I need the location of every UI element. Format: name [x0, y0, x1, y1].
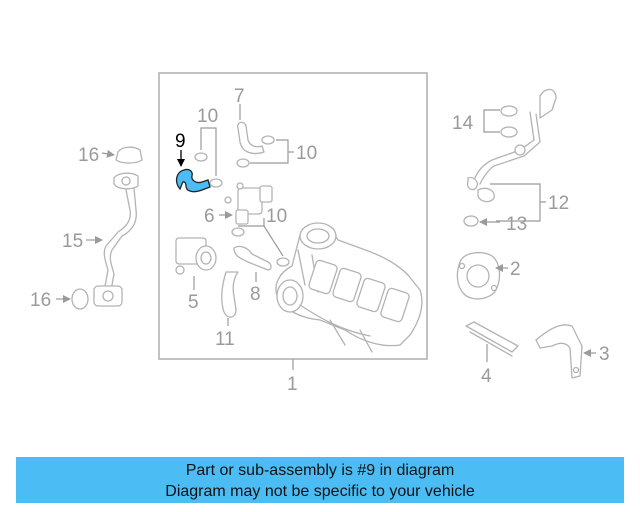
oil-line-right [463, 88, 557, 227]
callout-10-right: 10 [296, 143, 317, 164]
callout-16-top: 16 [78, 145, 99, 166]
callout-9: 9 [175, 131, 186, 152]
info-banner: Part or sub-assembly is #9 in diagram Di… [16, 457, 624, 503]
part-11-hose [221, 271, 239, 318]
clamps-top [194, 135, 275, 188]
callout-12: 12 [548, 193, 569, 214]
part-6-valve [224, 182, 273, 225]
part-4-bracket [465, 321, 519, 357]
callout-3: 3 [599, 344, 610, 365]
callout-7: 7 [234, 86, 245, 107]
part-9-hose-highlighted[interactable] [175, 168, 211, 193]
callout-4: 4 [481, 366, 492, 387]
banner-line-2: Diagram may not be specific to your vehi… [165, 483, 475, 500]
callout-16-bottom: 16 [30, 290, 51, 311]
part-7-hose [237, 121, 265, 155]
callout-8: 8 [250, 284, 261, 305]
callout-6: 6 [204, 206, 215, 227]
callout-10-top: 10 [197, 106, 218, 127]
part-2-gasket [456, 251, 501, 300]
part-3-bracket [535, 324, 583, 379]
callout-1: 1 [287, 374, 298, 395]
callout-14: 14 [452, 113, 474, 134]
callout-2: 2 [510, 259, 521, 280]
part-5-valve [175, 237, 217, 290]
part-8-hose [231, 227, 290, 271]
turbocharger-manifold [275, 222, 423, 353]
callout-13: 13 [506, 214, 527, 235]
callout-15: 15 [62, 231, 83, 252]
callout-11: 11 [215, 329, 235, 350]
oil-line-left [71, 146, 143, 310]
banner-line-1: Part or sub-assembly is #9 in diagram [185, 462, 455, 479]
callout-10-lower: 10 [266, 206, 287, 227]
callout-5: 5 [188, 292, 199, 313]
